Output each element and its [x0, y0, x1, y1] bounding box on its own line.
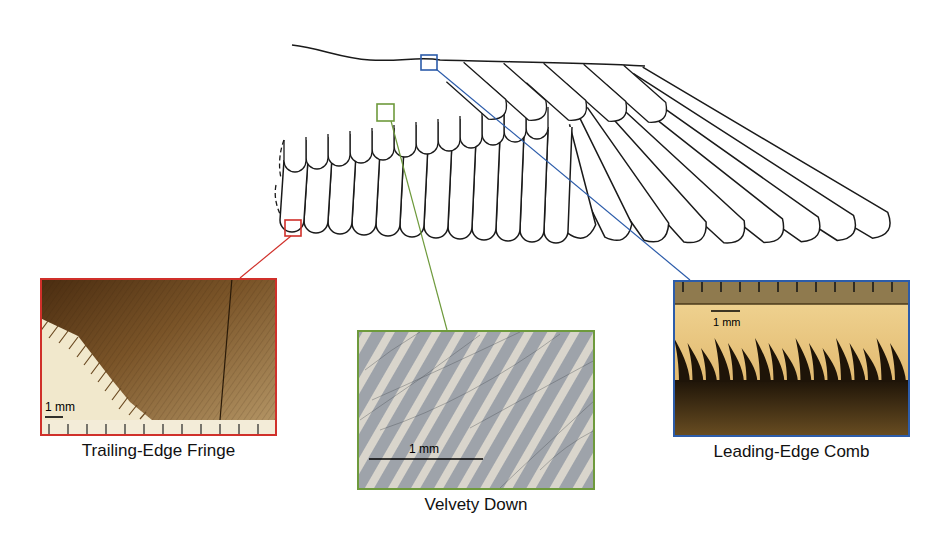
feather — [416, 122, 438, 154]
feather — [372, 128, 394, 160]
location-marker — [421, 55, 437, 70]
covert-feathers — [284, 107, 548, 172]
panel-frame: 1 mm — [40, 278, 277, 436]
panel-caption: Leading-Edge Comb — [714, 442, 870, 462]
panel-frame: 1 mm — [357, 330, 595, 490]
panel-caption: Velvety Down — [425, 495, 528, 515]
feather — [520, 130, 548, 242]
panel-caption: Trailing-Edge Fringe — [82, 441, 235, 461]
down-photo — [357, 330, 595, 490]
feather — [328, 134, 350, 166]
leader-line — [391, 121, 447, 330]
feather — [350, 131, 372, 163]
feather — [352, 151, 380, 235]
feather — [460, 116, 482, 148]
feather — [400, 145, 428, 237]
feather — [446, 62, 506, 119]
leader-line — [240, 236, 291, 278]
feather — [438, 119, 460, 151]
feather — [472, 136, 500, 240]
scale-label: 1 mm — [409, 442, 439, 456]
panel-frame: 1 mm — [673, 280, 910, 437]
feather — [376, 148, 404, 236]
comb-photo — [673, 280, 910, 437]
feather — [306, 137, 328, 169]
feather — [284, 140, 306, 172]
location-marker — [285, 220, 301, 236]
leader-line — [436, 69, 690, 280]
location-marker — [377, 104, 394, 121]
feather — [448, 139, 476, 239]
photo-panel: 1 mm Velvety Down — [357, 330, 595, 515]
primary-coverts — [446, 62, 666, 122]
scale-label: 1 mm — [713, 315, 741, 329]
feather — [544, 127, 572, 243]
scale-label: 1 mm — [45, 400, 75, 414]
wing-body-edge — [275, 140, 284, 214]
fringe-photo — [40, 278, 277, 436]
feather — [394, 125, 416, 157]
feather — [496, 133, 524, 241]
wing-leading-edge — [292, 45, 645, 66]
photo-panel: 1 mm Leading-Edge Comb — [673, 280, 910, 462]
photo-panel: 1 mm Trailing-Edge Fringe — [40, 278, 277, 461]
feather — [424, 142, 452, 238]
